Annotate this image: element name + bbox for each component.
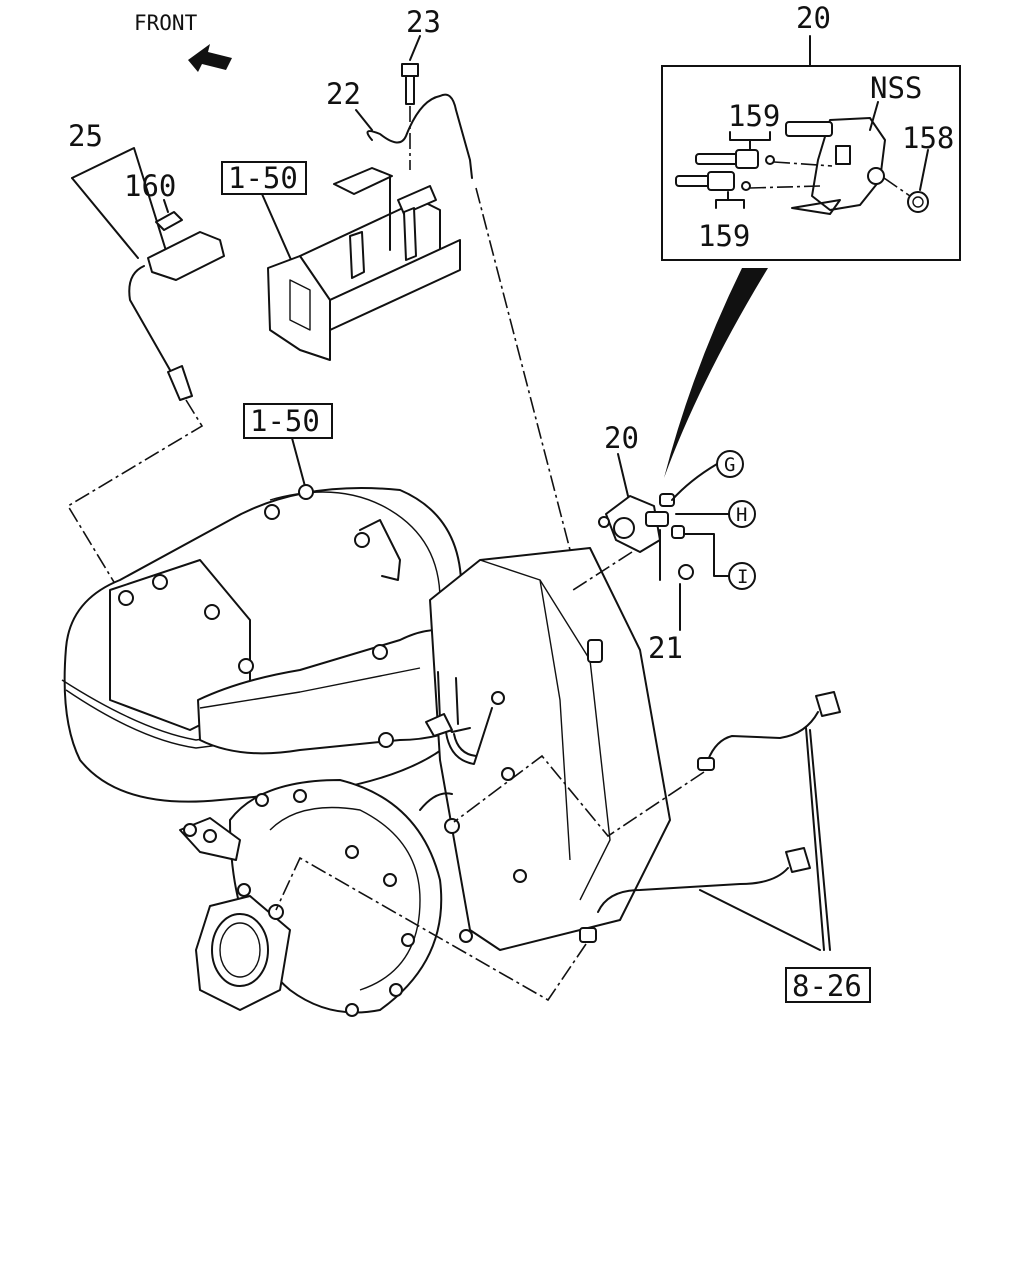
callout-159-upper: 159 [728, 99, 780, 133]
detail-box-20: 20 NSS 159 158 159 [661, 1, 961, 261]
bolt-23 [401, 63, 419, 77]
upper-bracket: 1-50 [221, 161, 461, 361]
callout-nss: NSS [870, 71, 922, 105]
front-indicator: FRONT [134, 11, 232, 72]
sensor-boss [587, 639, 603, 663]
sensor-22-assembly: 22 23 [326, 5, 597, 651]
circle-label-i: I [737, 566, 748, 588]
sensor-connector [147, 231, 225, 281]
nut-21 [678, 564, 694, 580]
ref-1-50-top: 1-50 [228, 161, 298, 195]
clip-160 [155, 211, 183, 231]
callout-22: 22 [326, 77, 361, 111]
detail-pointer [664, 268, 768, 478]
front-label: FRONT [134, 11, 198, 35]
callout-20-mid: 20 [604, 421, 639, 455]
callout-158: 158 [902, 121, 954, 155]
callout-21: 21 [648, 631, 683, 665]
callout-25: 25 [68, 119, 103, 153]
ref-8-26: 8-26 [792, 969, 862, 1003]
callout-20-top: 20 [796, 1, 831, 35]
ref-box-1-50-mid [243, 403, 333, 439]
sensor-25-assembly: 25 160 [66, 119, 225, 603]
circle-label-g: G [724, 454, 735, 476]
sensor-mount [333, 167, 393, 195]
ref-box-1-50-top [221, 161, 307, 195]
ref-1-50-mid: 1-50 [250, 404, 320, 438]
front-arrow-icon [188, 44, 232, 72]
circle-label-h: H [736, 504, 747, 526]
temp-sensors-8-26: 8-26 [275, 691, 871, 1003]
callout-159-lower: 159 [698, 219, 750, 253]
pressure-sensor-20: 20 21 G H I [569, 421, 756, 665]
ref-box-8-26 [785, 967, 871, 1003]
nut-158 [907, 191, 929, 213]
exhaust-body: 1-50 [61, 403, 671, 1017]
callout-23: 23 [406, 5, 441, 39]
